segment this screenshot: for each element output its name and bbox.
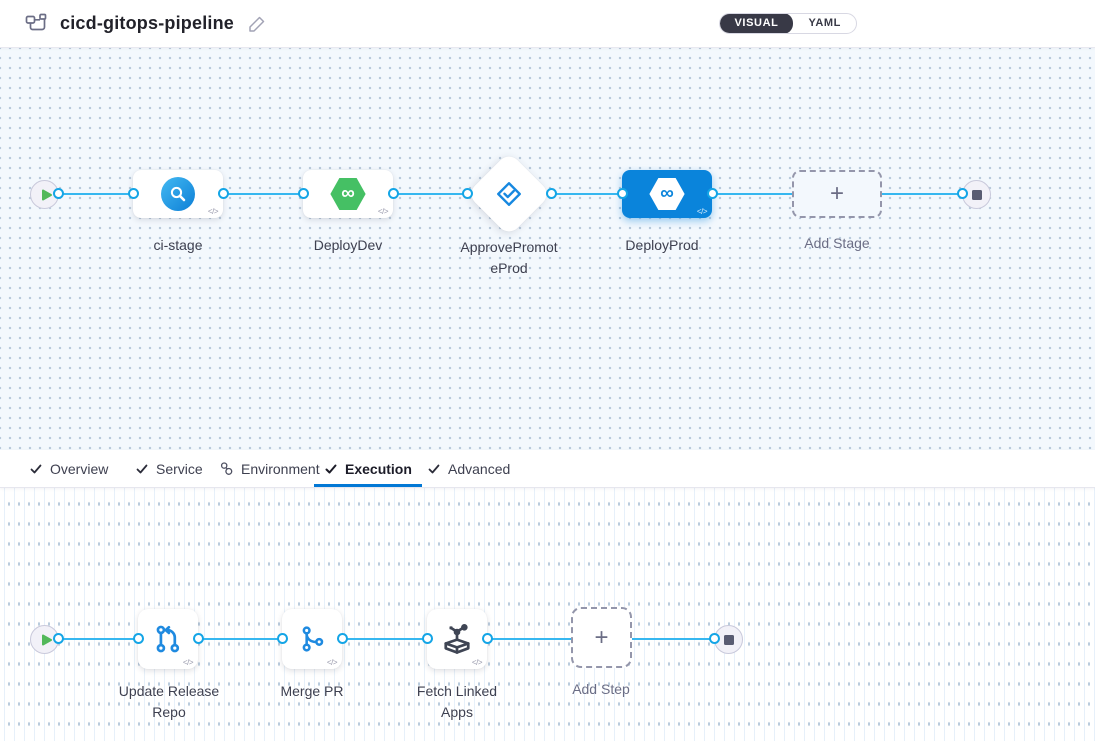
code-badge-icon: </> [207,207,219,216]
stage-label: ci-stage [153,237,203,253]
stop-icon [971,189,982,200]
step-label: Merge PR [280,683,344,699]
toggle-visual[interactable]: VISUAL [719,14,794,33]
step-label: Add Step [572,681,630,697]
code-badge-icon: </> [471,658,483,667]
stop-icon [723,634,734,645]
git-merge-icon [302,626,324,652]
step-node-fetch-linked-apps[interactable]: </> [427,609,487,669]
connector-port [53,188,64,199]
git-update-icon [156,625,180,653]
connector-port [337,633,348,644]
fetch-linked-apps-icon [444,623,470,654]
connector-port [709,633,720,644]
connector-port [298,188,309,199]
stage-node-ci-stage[interactable]: </> [133,170,223,218]
plus-icon: + [594,623,609,651]
code-badge-icon: </> [326,658,338,667]
pipeline-start-node [30,180,59,209]
connector-port [707,188,718,199]
header: cicd-gitops-pipeline VISUAL YAML [0,0,1095,48]
plus-icon: + [829,180,844,207]
mode-toggle: VISUAL YAML [718,13,857,34]
connector-port [957,188,968,199]
step-connector-line [58,638,714,640]
connector-port [218,188,229,199]
stage-config-tabbar: Overview Service Environment Execution A… [0,450,1095,488]
connector-port [193,633,204,644]
stage-node-deployprod[interactable]: ∞ </> [622,170,712,218]
edit-pencil-icon[interactable] [246,13,268,35]
connector-port [277,633,288,644]
connector-port [133,633,144,644]
code-badge-icon: </> [182,658,194,667]
connector-port [422,633,433,644]
step-node-merge-pr[interactable]: </> [282,609,342,669]
cd-hexagon-icon: ∞ [330,178,366,210]
tab-advanced[interactable]: Advanced [417,450,520,487]
step-node-update-release-repo[interactable]: </> [138,609,198,669]
step-label: Update Release Repo [118,683,220,720]
add-stage-button[interactable]: + [792,170,882,218]
ci-stage-icon [161,177,195,211]
pipeline-icon [25,13,47,30]
stage-label: DeployDev [313,237,383,253]
connector-port [462,188,473,199]
add-step-button[interactable]: + [571,607,632,668]
connector-port [128,188,139,199]
check-icon [30,464,42,473]
tab-environment[interactable]: Environment [209,450,330,487]
tab-service[interactable]: Service [125,450,213,487]
stage-node-approvepromoteprod[interactable] [466,151,552,237]
connector-port [617,188,628,199]
cd-hexagon-icon: ∞ [649,178,685,210]
step-label: Fetch Linked Apps [416,683,498,720]
check-icon [136,464,148,473]
stage-node-deploydev[interactable]: ∞ </> [303,170,393,218]
connector-port [546,188,557,199]
tab-execution[interactable]: Execution [314,450,422,487]
execution-canvas[interactable]: </> </> [0,488,1095,741]
tab-overview[interactable]: Overview [19,450,118,487]
code-badge-icon: </> [377,207,389,216]
stage-label: Add Stage [804,235,870,251]
toggle-yaml[interactable]: YAML [793,14,856,33]
approval-icon [497,182,521,206]
connector-port [482,633,493,644]
connector-port [388,188,399,199]
play-icon [41,634,52,645]
check-icon [325,464,337,473]
stage-label: DeployProd [625,237,699,253]
check-icon [428,464,440,473]
connector-port [53,633,64,644]
page-title: cicd-gitops-pipeline [60,13,235,33]
code-badge-icon: </> [696,207,708,216]
play-icon [41,189,52,200]
stage-label: ApprovePromot eProd [460,239,558,276]
environment-icon [220,462,233,475]
stage-canvas[interactable]: </> ∞ </> ∞ </> + [0,48,1095,450]
